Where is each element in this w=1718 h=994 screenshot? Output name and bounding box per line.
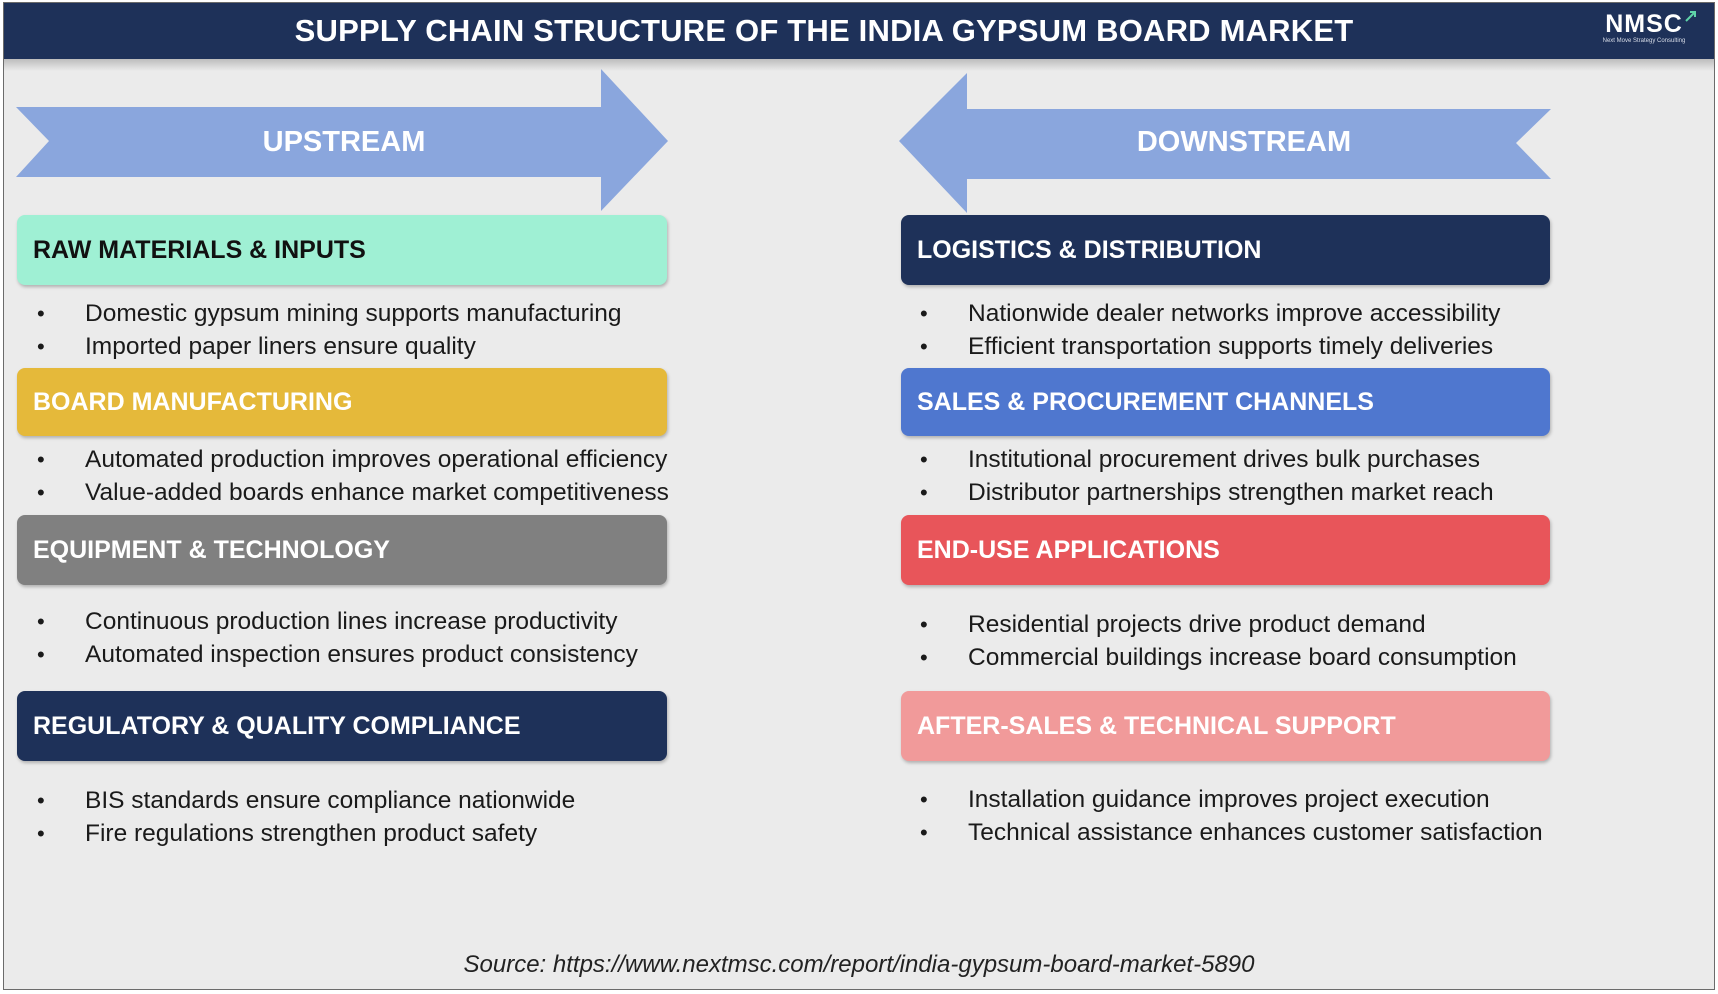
bullet-icon: • bbox=[37, 334, 45, 359]
upstream-label: UPSTREAM bbox=[262, 126, 426, 158]
upstream-arrow bbox=[16, 69, 668, 211]
upstream-arrow-shape bbox=[16, 69, 668, 211]
list-item: • Institutional procurement drives bulk p… bbox=[900, 443, 1494, 476]
point-text: Installation guidance improves project e… bbox=[968, 786, 1490, 813]
bullet-icon: • bbox=[920, 334, 928, 359]
downstream-label: DOWNSTREAM bbox=[1136, 126, 1352, 158]
bullet-icon: • bbox=[37, 788, 45, 813]
stage-logistics-distribution: LOGISTICS & DISTRIBUTION bbox=[901, 215, 1550, 285]
list-item: • Distributor partnerships strengthen mar… bbox=[900, 476, 1494, 509]
list-item: • Nationwide dealer networks improve acce… bbox=[900, 297, 1500, 330]
source-citation: Source: https://www.nextmsc.com/report/i… bbox=[463, 951, 1255, 978]
list-item: • Domestic gypsum mining supports manufac… bbox=[17, 297, 622, 330]
bullet-icon: • bbox=[920, 612, 928, 637]
stage-title: BOARD MANUFACTURING bbox=[33, 387, 353, 416]
point-text: Distributor partnerships strengthen mark… bbox=[968, 479, 1494, 506]
list-item: • Fire regulations strengthen product saf… bbox=[17, 817, 575, 850]
downstream-arrow bbox=[899, 73, 1551, 213]
point-text: Imported paper liners ensure quality bbox=[85, 333, 476, 360]
point-text: Efficient transportation supports timely… bbox=[968, 333, 1494, 360]
logo-arrow-icon bbox=[1685, 11, 1696, 22]
diagram-frame: SUPPLY CHAIN STRUCTURE OF THE INDIA GYPS… bbox=[3, 2, 1715, 990]
point-text: Technical assistance enhances customer s… bbox=[968, 819, 1543, 846]
point-text: Value-added boards enhance market compet… bbox=[85, 479, 669, 506]
stage-title: REGULATORY & QUALITY COMPLIANCE bbox=[33, 711, 521, 740]
stage-sales-procurement: SALES & PROCUREMENT CHANNELS bbox=[901, 368, 1550, 436]
bullet-icon: • bbox=[920, 645, 928, 670]
list-item: • Technical assistance enhances customer … bbox=[900, 816, 1543, 849]
point-text: Commercial buildings increase board cons… bbox=[968, 644, 1517, 671]
stage-title: SALES & PROCUREMENT CHANNELS bbox=[917, 387, 1374, 416]
list-item: • Continuous production lines increase pr… bbox=[17, 605, 638, 638]
header-shadow bbox=[4, 59, 1714, 71]
stage-equipment-technology: EQUIPMENT & TECHNOLOGY bbox=[17, 515, 667, 585]
point-text: Automated production improves operationa… bbox=[85, 446, 668, 473]
point-text: Residential projects drive product deman… bbox=[968, 611, 1426, 638]
stage-title: EQUIPMENT & TECHNOLOGY bbox=[33, 535, 390, 564]
stage-board-manufacturing: BOARD MANUFACTURING bbox=[17, 368, 667, 436]
stage-title: END-USE APPLICATIONS bbox=[917, 535, 1220, 564]
logo-wordmark: NMSC bbox=[1605, 10, 1683, 38]
point-text: Continuous production lines increase pro… bbox=[85, 608, 618, 635]
bullet-icon: • bbox=[920, 480, 928, 505]
bullet-icon: • bbox=[37, 821, 45, 846]
raw-materials-points: • Domestic gypsum mining supports manufac… bbox=[17, 297, 622, 363]
list-item: • Imported paper liners ensure quality bbox=[17, 330, 622, 363]
stage-after-sales-support: AFTER-SALES & TECHNICAL SUPPORT bbox=[901, 691, 1550, 761]
list-item: • Automated inspection ensures product co… bbox=[17, 638, 638, 671]
bullet-icon: • bbox=[37, 480, 45, 505]
bullet-icon: • bbox=[37, 642, 45, 667]
bullet-icon: • bbox=[37, 447, 45, 472]
list-item: • BIS standards ensure compliance nationw… bbox=[17, 784, 575, 817]
board-manufacturing-points: • Automated production improves operation… bbox=[17, 443, 669, 509]
bullet-icon: • bbox=[37, 301, 45, 326]
stage-title: LOGISTICS & DISTRIBUTION bbox=[917, 235, 1262, 264]
bullet-icon: • bbox=[920, 820, 928, 845]
list-item: • Commercial buildings increase board con… bbox=[900, 641, 1517, 674]
regulatory-compliance-points: • BIS standards ensure compliance nationw… bbox=[17, 784, 575, 850]
list-item: • Installation guidance improves project … bbox=[900, 783, 1543, 816]
stage-title: RAW MATERIALS & INPUTS bbox=[33, 235, 366, 264]
nmsc-logo: NMSC Next Move Strategy Consulting bbox=[1592, 11, 1696, 51]
bullet-icon: • bbox=[920, 447, 928, 472]
stage-title: AFTER-SALES & TECHNICAL SUPPORT bbox=[917, 711, 1396, 740]
list-item: • Value-added boards enhance market compe… bbox=[17, 476, 669, 509]
logo-tagline: Next Move Strategy Consulting bbox=[1602, 38, 1686, 44]
point-text: Institutional procurement drives bulk pu… bbox=[968, 446, 1481, 473]
equipment-technology-points: • Continuous production lines increase pr… bbox=[17, 605, 638, 671]
list-item: • Automated production improves operation… bbox=[17, 443, 669, 476]
logistics-distribution-points: • Nationwide dealer networks improve acce… bbox=[900, 297, 1500, 363]
end-use-applications-points: • Residential projects drive product dema… bbox=[900, 608, 1517, 674]
list-item: • Efficient transportation supports timel… bbox=[900, 330, 1500, 363]
stage-regulatory-compliance: REGULATORY & QUALITY COMPLIANCE bbox=[17, 691, 667, 761]
point-text: Fire regulations strengthen product safe… bbox=[85, 820, 538, 847]
point-text: BIS standards ensure compliance nationwi… bbox=[85, 787, 576, 814]
after-sales-support-points: • Installation guidance improves project … bbox=[900, 783, 1543, 849]
downstream-arrow-shape bbox=[899, 73, 1551, 213]
sales-procurement-points: • Institutional procurement drives bulk p… bbox=[900, 443, 1494, 509]
list-item: • Residential projects drive product dema… bbox=[900, 608, 1517, 641]
stage-raw-materials: RAW MATERIALS & INPUTS bbox=[17, 215, 667, 285]
point-text: Domestic gypsum mining supports manufact… bbox=[85, 300, 622, 327]
point-text: Nationwide dealer networks improve acces… bbox=[968, 300, 1501, 327]
bullet-icon: • bbox=[920, 787, 928, 812]
bullet-icon: • bbox=[37, 609, 45, 634]
point-text: Automated inspection ensures product con… bbox=[85, 641, 638, 668]
stage-end-use-applications: END-USE APPLICATIONS bbox=[901, 515, 1550, 585]
header-bar: SUPPLY CHAIN STRUCTURE OF THE INDIA GYPS… bbox=[4, 3, 1714, 59]
bullet-icon: • bbox=[920, 301, 928, 326]
page-title: SUPPLY CHAIN STRUCTURE OF THE INDIA GYPS… bbox=[294, 13, 1354, 48]
